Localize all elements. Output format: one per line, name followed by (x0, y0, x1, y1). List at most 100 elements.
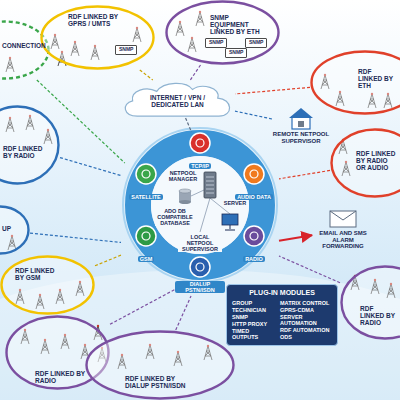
group-outline (85, 330, 235, 400)
snmp-box: SNMP (115, 45, 137, 55)
group-ellipse (87, 332, 234, 399)
link-line (60, 158, 121, 176)
remote-supervisor: REMOTE NETPOOL SUPERVISOR (272, 106, 330, 144)
rdf-group-ellipse: RDF LINKED BY GSM (0, 255, 95, 315)
ring-channel-node: AUDIO DATA (229, 163, 279, 203)
link-line (176, 296, 191, 330)
link-line (279, 256, 340, 283)
server-part-label: LOCAL NETPOOL SUPERVISOR (178, 234, 222, 252)
group-outline (0, 255, 95, 315)
rdf-group-ellipse: RDF LINKED BY GPRS / UMTS SNMP (40, 5, 155, 70)
link-line (235, 111, 272, 119)
group-ellipse (2, 257, 94, 314)
module-column: MATRIX CONTROLGPRS-CDMASERVER AUTOMATION… (280, 300, 332, 341)
link-line (30, 233, 121, 242)
group-ellipse (342, 267, 400, 339)
group-ellipse (0, 207, 29, 254)
server-part-label: SERVER (222, 200, 248, 206)
ring-halo (123, 128, 277, 282)
ring-channel-node: DIALUP PSTN/ISDN (175, 256, 225, 296)
house-icon (287, 106, 315, 130)
group-label: CONNECTION (2, 42, 48, 49)
ring-channel-node: TCP/IP (175, 132, 225, 172)
module-item: ODS (280, 334, 332, 340)
ring-channel-node: RADIO (229, 225, 279, 265)
cloud-label: INTERNET / VPN / DEDICATED LAN (138, 94, 217, 108)
group-label: RDF LINKED BY GSM (15, 267, 65, 281)
module-item: GROUP (232, 300, 276, 306)
link-line (235, 87, 310, 94)
channel-icon (189, 132, 211, 154)
group-ellipse (312, 52, 400, 114)
group-label: RDF LINKED BY DIALUP PSTN/ISDN (125, 375, 200, 389)
snmp-group-ellipse: SNMP EQUIPMENT LINKED BY ETH SNMP SNMP SNMP (165, 0, 280, 65)
link-line (190, 65, 200, 80)
group-label: SNMP EQUIPMENT LINKED BY ETH (210, 14, 262, 35)
group-label: RDF LINKED BY RADIO (360, 305, 396, 326)
module-item: TIMED OUTPUTS (232, 328, 276, 340)
group-outline (340, 265, 400, 340)
group-label: RDF LINKED BY ETH (358, 68, 394, 89)
group-ellipse (167, 2, 279, 64)
snmp-box: SNMP (245, 38, 267, 48)
link-line (279, 170, 330, 178)
snmp-tag: SNMP (249, 40, 263, 46)
snmp-tag: SNMP (209, 40, 223, 46)
channel-label: RADIO (243, 256, 265, 262)
snmp-tag: SNMP (229, 50, 243, 56)
rdf-group-ellipse: RDF LINKED BY RADIO (340, 265, 400, 340)
module-item: TECHNICIAN (232, 307, 276, 313)
node-label: REMOTE NETPOOL SUPERVISOR (272, 131, 330, 144)
ring-channel-node: GSM (121, 225, 171, 265)
server-part-label: ADO DB COMPATIBLE DATABASE (155, 208, 195, 226)
group-label: UP (2, 225, 24, 232)
internet-cloud: INTERNET / VPN / DEDICATED LAN (120, 80, 235, 118)
plugin-modules-panel: PLUG-IN MODULES GROUPTECHNICIANSNMPHTTP P… (226, 284, 338, 346)
panel-title: PLUG-IN MODULES (232, 289, 332, 297)
alarm-arrow (279, 235, 312, 241)
rdf-group-ellipse: RDF LINKED BY RADIO OR AUDIO (330, 128, 400, 198)
group-ellipse (332, 130, 400, 197)
group-label: RDF LINKED BY RADIO (3, 145, 43, 159)
node-label: EMAIL AND SMS ALARM FORWARDING (312, 230, 374, 250)
ring-core (151, 156, 249, 254)
channel-label: SATELLITE (129, 194, 163, 200)
rdf-group-ellipse: RDF LINKED BY ETH (310, 50, 400, 115)
module-item: RDF AUTOMATION (280, 327, 332, 333)
module-item: SERVER AUTOMATION (280, 314, 332, 326)
snmp-tag: SNMP (119, 47, 133, 53)
network-ring (138, 143, 262, 267)
group-label: RDF LINKED BY RADIO (35, 370, 95, 384)
rdf-group-ellipse: UP (0, 205, 30, 255)
module-item: SNMP (232, 314, 276, 320)
channel-label: TCP/IP (189, 163, 211, 169)
channel-label: DIALUP PSTN/ISDN (175, 281, 225, 293)
module-item: GPRS-CDMA (280, 307, 332, 313)
link-line (110, 289, 175, 324)
rdf-group-ellipse: RDF LINKED BY DIALUP PSTN/ISDN (85, 330, 235, 400)
snmp-box: SNMP (205, 38, 227, 48)
snmp-box: SNMP (225, 48, 247, 58)
cloud-shape (125, 83, 229, 116)
channel-icon (135, 163, 157, 185)
server-part-label: NETPOOL MANAGER (165, 170, 201, 182)
group-ellipse (0, 107, 59, 184)
ring-channel-node: SATELLITE (121, 163, 171, 203)
group-ellipse (42, 7, 154, 69)
module-item: MATRIX CONTROL (280, 300, 332, 306)
module-column: GROUPTECHNICIANSNMPHTTP PROXYTIMED OUTPU… (232, 300, 276, 341)
group-ellipse (0, 22, 49, 79)
link-line (186, 118, 192, 132)
link-line (140, 70, 153, 80)
module-item: HTTP PROXY (232, 321, 276, 327)
envelope-icon (329, 210, 357, 228)
rdf-group-ellipse: RDF LINKED BY RADIO (0, 105, 60, 185)
group-label: RDF LINKED BY GPRS / UMTS (68, 13, 128, 27)
channel-icon (189, 256, 211, 278)
channel-icon (243, 163, 265, 185)
channel-icon (243, 225, 265, 247)
channel-label: GSM (138, 256, 155, 262)
group-label: RDF LINKED BY RADIO OR AUDIO (356, 150, 396, 171)
